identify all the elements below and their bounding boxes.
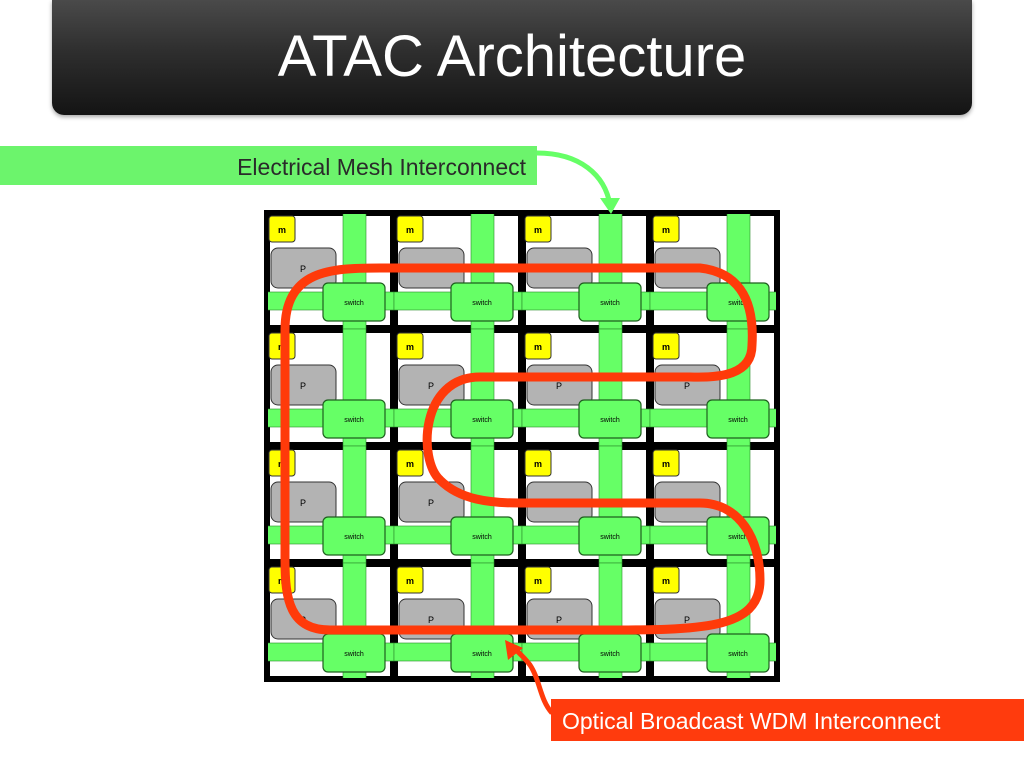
memory-block <box>652 449 680 477</box>
memory-label: m <box>534 225 542 235</box>
memory-block <box>396 449 424 477</box>
optical-broadcast-label: Optical Broadcast WDM Interconnect <box>551 699 1024 741</box>
memory-block <box>268 215 296 243</box>
memory-block <box>652 215 680 243</box>
switch-label: switch <box>728 417 748 424</box>
title-bar: ATAC Architecture <box>52 0 972 115</box>
memory-label: m <box>662 225 670 235</box>
processor-label: P <box>684 615 690 625</box>
switch-block <box>322 399 386 439</box>
memory-label: m <box>406 342 414 352</box>
memory-block <box>524 449 552 477</box>
switch-block <box>450 399 514 439</box>
memory-block <box>524 332 552 360</box>
switch-label: switch <box>728 651 748 658</box>
processor-label: P <box>300 264 306 274</box>
processor-label: P <box>556 381 562 391</box>
switch-label: switch <box>344 534 364 541</box>
memory-block <box>396 215 424 243</box>
switch-block <box>706 633 770 673</box>
memory-label: m <box>534 459 542 469</box>
memory-label: m <box>406 225 414 235</box>
switch-block <box>322 282 386 322</box>
memory-label: m <box>406 576 414 586</box>
electrical-pointer-arrowhead <box>600 198 620 214</box>
switch-block <box>450 516 514 556</box>
switch-label: switch <box>600 651 620 658</box>
switch-label: switch <box>344 651 364 658</box>
memory-label: m <box>662 459 670 469</box>
memory-block <box>396 566 424 594</box>
tile-grid: mPswitchmPswitchmPswitchmPswitchmPswitch… <box>264 210 780 682</box>
switch-label: switch <box>472 534 492 541</box>
switch-label: switch <box>472 417 492 424</box>
switch-block <box>578 516 642 556</box>
optical-pointer-arrow <box>512 646 554 715</box>
memory-block <box>524 566 552 594</box>
processor-label: P <box>300 498 306 508</box>
electrical-mesh-label-text: Electrical Mesh Interconnect <box>237 154 526 180</box>
processor-label: P <box>300 381 306 391</box>
switch-label: switch <box>472 651 492 658</box>
switch-label: switch <box>600 417 620 424</box>
switch-block <box>322 516 386 556</box>
switch-label: switch <box>728 534 748 541</box>
processor-label: P <box>556 615 562 625</box>
optical-waveguide <box>280 263 765 635</box>
switch-block <box>706 399 770 439</box>
grid-frame <box>264 210 780 682</box>
switch-label: switch <box>600 534 620 541</box>
memory-label: m <box>662 576 670 586</box>
processor-label: P <box>428 381 434 391</box>
memory-block <box>396 332 424 360</box>
switch-label: switch <box>728 300 748 307</box>
switch-label: switch <box>344 300 364 307</box>
memory-block <box>524 215 552 243</box>
switch-block <box>578 399 642 439</box>
processor-label: P <box>684 381 690 391</box>
switch-label: switch <box>344 417 364 424</box>
optical-pointer-arrowhead <box>505 640 523 660</box>
memory-label: m <box>534 342 542 352</box>
switch-label: switch <box>472 300 492 307</box>
processor-label: P <box>428 615 434 625</box>
switch-label: switch <box>600 300 620 307</box>
memory-block <box>652 566 680 594</box>
memory-label: m <box>662 342 670 352</box>
memory-label: m <box>406 459 414 469</box>
processor-label: P <box>428 498 434 508</box>
slide-title: ATAC Architecture <box>277 24 747 89</box>
memory-block <box>652 332 680 360</box>
memory-label: m <box>534 576 542 586</box>
switch-block <box>450 282 514 322</box>
optical-broadcast-label-text: Optical Broadcast WDM Interconnect <box>562 708 941 734</box>
switch-block <box>578 282 642 322</box>
memory-label: m <box>278 225 286 235</box>
electrical-mesh-label: Electrical Mesh Interconnect <box>0 146 537 185</box>
electrical-pointer-arrow <box>536 150 613 206</box>
